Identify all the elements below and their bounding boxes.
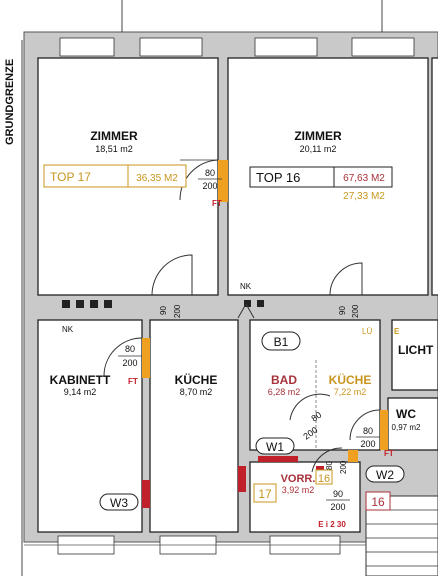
room-name-zimmer-right: ZIMMER bbox=[294, 129, 342, 143]
tag-w1-label: W1 bbox=[266, 440, 284, 454]
tag-w2 bbox=[365, 465, 405, 483]
nk-label-left: NK bbox=[62, 325, 74, 334]
door-zimmer-left bbox=[179, 159, 228, 202]
top17-label: TOP 17 bbox=[50, 170, 91, 184]
passage-left-height: 200 bbox=[173, 304, 182, 318]
door-width-vorr-rot: 80 bbox=[325, 461, 334, 470]
door-width-bad: 80 bbox=[309, 410, 323, 424]
door-passage-left bbox=[151, 254, 193, 296]
door-wc bbox=[349, 409, 388, 450]
red-marker-vorr bbox=[238, 466, 246, 492]
door-height-zimmer: 200 bbox=[202, 181, 217, 191]
red-marker-kueche bbox=[142, 480, 150, 508]
ft-mark-kabinett: FT bbox=[128, 377, 138, 386]
shaft-symbol bbox=[237, 302, 255, 319]
unit16-number: 16 bbox=[371, 495, 385, 509]
door-passage-right bbox=[329, 262, 363, 296]
unit17-box bbox=[253, 483, 277, 503]
room-name-bad: BAD bbox=[271, 373, 297, 387]
top16-area-sub: 27,33 M2 bbox=[343, 191, 385, 202]
room-area-kueche-left: 8,70 m2 bbox=[180, 387, 213, 397]
room-kueche-left bbox=[149, 319, 239, 533]
room-area-zimmer-right: 20,11 m2 bbox=[300, 144, 337, 154]
window-top-left bbox=[59, 37, 115, 57]
tag-w1 bbox=[255, 437, 295, 455]
top16-box bbox=[249, 166, 393, 188]
room-name-licht: LICHT bbox=[398, 343, 434, 357]
top16-label: TOP 16 bbox=[256, 170, 300, 185]
tag-w2-label: W2 bbox=[376, 468, 394, 482]
lu-mark: LÜ bbox=[362, 327, 372, 336]
top17-box bbox=[43, 164, 187, 188]
ft-mark-zimmer: FT bbox=[212, 199, 222, 208]
room-name-wc: WC bbox=[396, 407, 416, 421]
room-edge-right bbox=[431, 57, 438, 296]
room-area-kueche-right: 7,22 m2 bbox=[334, 387, 367, 397]
nk-markers-left bbox=[62, 300, 112, 308]
room-area-wc: 0,97 m2 bbox=[392, 423, 421, 432]
door-width-kueche-right: 80 bbox=[363, 426, 373, 436]
ft-mark-kueche-right: FT bbox=[384, 449, 394, 458]
door-height-kueche-right: 200 bbox=[360, 439, 375, 449]
vorr-unit-number: 16 bbox=[318, 473, 330, 485]
door-kabinett bbox=[103, 337, 150, 378]
tag-b1 bbox=[261, 331, 301, 351]
door-bad bbox=[289, 393, 331, 421]
top16-area-total: 67,63 M2 bbox=[343, 173, 385, 184]
window-top-right bbox=[254, 37, 318, 57]
unit16-box bbox=[365, 491, 391, 511]
room-area-vorr: 3,92 m2 bbox=[282, 485, 315, 495]
door-width-zimmer: 80 bbox=[205, 168, 215, 178]
passage-right-height: 200 bbox=[351, 304, 360, 318]
door-vorr bbox=[311, 447, 358, 473]
window-top-right-2 bbox=[351, 37, 415, 57]
tag-b1-label: B1 bbox=[274, 335, 289, 349]
room-name-kueche-left: KÜCHE bbox=[175, 372, 218, 387]
vorr-unit-box bbox=[315, 469, 333, 485]
passage-left-width: 90 bbox=[159, 306, 168, 315]
window-top-left-2 bbox=[139, 37, 203, 57]
red-marker-w1 bbox=[258, 456, 298, 462]
room-name-vorr: VORR. bbox=[281, 473, 316, 485]
fire-rating-label: E i 2 30 bbox=[318, 520, 346, 529]
nk-label-center: NK bbox=[240, 282, 252, 291]
top17-area: 36,35 M2 bbox=[136, 173, 178, 184]
door-height-vorr: 200 bbox=[330, 502, 345, 512]
room-wc bbox=[387, 397, 438, 451]
tag-w3 bbox=[99, 493, 139, 511]
room-name-kabinett: KABINETT bbox=[50, 373, 111, 387]
door-height-kabinett: 200 bbox=[122, 358, 137, 368]
door-width-kabinett: 80 bbox=[125, 344, 135, 354]
boundary-label: GRUNDGRENZE bbox=[4, 59, 16, 145]
nk-markers-center bbox=[244, 300, 264, 307]
room-area-kabinett: 9,14 m2 bbox=[64, 387, 97, 397]
tag-w3-label: W3 bbox=[110, 496, 128, 510]
room-name-kueche-right: KÜCHE bbox=[329, 372, 372, 387]
room-licht bbox=[391, 319, 438, 391]
room-name-zimmer-left: ZIMMER bbox=[90, 129, 138, 143]
room-area-zimmer-left: 18,51 m2 bbox=[95, 144, 133, 154]
unit17-number: 17 bbox=[258, 487, 272, 501]
door-height-vorr-rot: 200 bbox=[339, 460, 348, 474]
room-area-bad: 6,28 m2 bbox=[268, 387, 301, 397]
e-mark: E bbox=[394, 327, 400, 336]
door-width-vorr: 90 bbox=[333, 489, 343, 499]
passage-right-width: 90 bbox=[338, 306, 347, 315]
